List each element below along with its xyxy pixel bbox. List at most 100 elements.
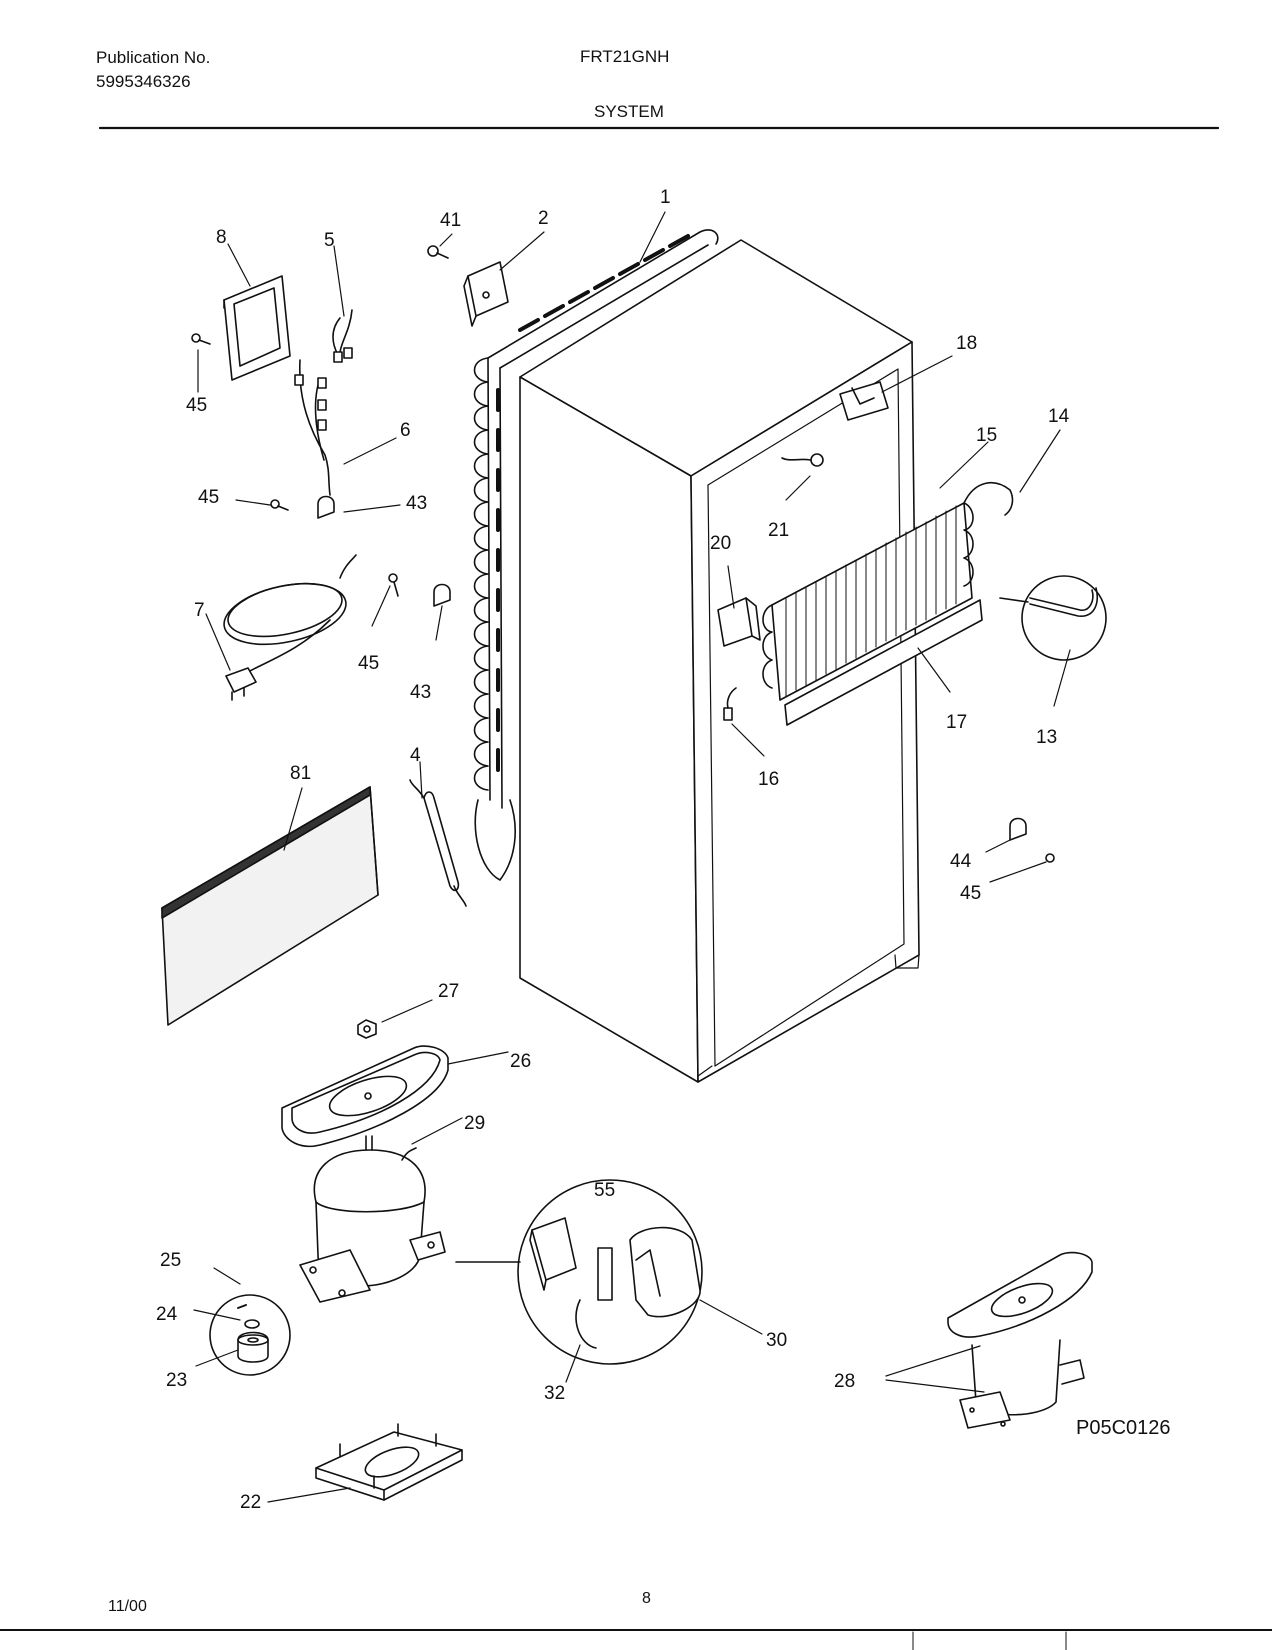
callout-43: 43	[406, 493, 428, 514]
section-title: SYSTEM	[594, 102, 664, 121]
drier-part-4	[410, 780, 466, 906]
leader-45-b	[236, 500, 270, 505]
leader-41	[440, 234, 452, 246]
callout-30: 30	[766, 1330, 788, 1351]
screw-part-45-d	[1046, 854, 1054, 862]
callout-16: 16	[758, 769, 780, 790]
callout-4: 4	[410, 745, 421, 766]
callout-6: 6	[400, 420, 411, 441]
callout-24: 24	[156, 1304, 178, 1325]
callout-28: 28	[834, 1371, 856, 1392]
electrical-detail	[456, 1180, 702, 1364]
sensor-part-21	[782, 454, 823, 466]
callout-32: 32	[544, 1383, 566, 1404]
callout-leader-lines	[194, 212, 1070, 1502]
callout-20: 20	[710, 533, 732, 554]
leader-45-c	[372, 586, 390, 626]
callout-22: 22	[240, 1492, 262, 1513]
wire-harness-part-5	[333, 310, 352, 362]
leader-43-b	[436, 606, 442, 640]
power-cord-part-7	[219, 555, 356, 700]
leader-32	[566, 1345, 580, 1382]
relay-part-18	[840, 382, 888, 420]
leader-29	[412, 1118, 462, 1144]
leader-28-a	[886, 1346, 980, 1376]
callout-45: 45	[198, 487, 220, 508]
compressor-pan-assembly-part-28	[948, 1253, 1092, 1428]
leader-24	[194, 1310, 240, 1320]
bracket-part-2	[464, 262, 508, 326]
diagram-code: P05C0126	[1076, 1417, 1171, 1439]
callout-45: 45	[186, 395, 208, 416]
callout-81: 81	[290, 763, 312, 784]
leader-16	[732, 724, 764, 756]
clip-part-44	[1010, 819, 1026, 841]
leader-45-d	[990, 862, 1046, 882]
leader-5	[334, 246, 344, 316]
screw-part-41	[428, 246, 448, 258]
leader-25	[214, 1268, 240, 1284]
leader-28-b	[886, 1380, 984, 1392]
leader-1	[640, 212, 665, 262]
wire-harness-part-6	[295, 360, 330, 495]
leader-14	[1020, 430, 1060, 492]
refrigerator-cabinet	[520, 240, 919, 1082]
leader-81	[284, 788, 302, 850]
nut-part-27	[358, 1020, 376, 1038]
leader-21	[786, 476, 810, 500]
leader-13	[1054, 650, 1070, 706]
callout-14: 14	[1048, 406, 1070, 427]
evaporator-cover-part-17	[785, 600, 982, 725]
leader-44	[986, 840, 1010, 852]
leader-30	[700, 1300, 762, 1334]
callout-44: 44	[950, 851, 972, 872]
leader-27	[382, 1000, 432, 1022]
clip-part-43-b	[434, 585, 450, 607]
compressor-bracket-part-22	[316, 1424, 462, 1500]
callout-41: 41	[440, 210, 462, 231]
page-number: 8	[642, 1590, 651, 1607]
model-number: FRT21GNH	[580, 47, 670, 66]
condenser-coil	[475, 230, 718, 880]
callout-17: 17	[946, 712, 968, 733]
callout-8: 8	[216, 227, 227, 248]
leader-18	[882, 356, 952, 392]
leader-26	[448, 1052, 508, 1064]
leader-22	[268, 1488, 350, 1502]
leader-17	[918, 648, 950, 692]
callout-45: 45	[358, 653, 380, 674]
callout-26: 26	[510, 1051, 532, 1072]
publication-number: 5995346326	[96, 72, 191, 91]
callout-55: 55	[594, 1180, 616, 1201]
callout-2: 2	[538, 208, 549, 229]
callout-18: 18	[956, 333, 978, 354]
leader-15	[940, 442, 988, 488]
callout-29: 29	[464, 1113, 486, 1134]
leader-43-a	[344, 505, 400, 512]
screw-part-45-a	[192, 334, 210, 344]
clip-part-43-a	[318, 497, 334, 519]
callout-25: 25	[160, 1250, 182, 1271]
cover-part-8	[224, 276, 290, 380]
fan-motor-part-20	[718, 598, 760, 646]
leader-20	[728, 566, 734, 608]
leader-4	[420, 762, 422, 798]
screw-part-45-b	[271, 500, 288, 510]
leader-6	[344, 438, 396, 464]
drain-pan-part-26	[282, 1046, 448, 1146]
callout-27: 27	[438, 981, 460, 1002]
screw-part-45-c	[389, 574, 398, 596]
compressor-part-29	[300, 1136, 445, 1302]
thermostat-part-16	[724, 688, 736, 720]
panel-part-81	[162, 787, 378, 1025]
leader-7	[206, 614, 230, 670]
callout-15: 15	[976, 425, 998, 446]
leader-2	[500, 232, 544, 270]
footer-date: 11/00	[108, 1598, 147, 1615]
leader-23	[196, 1350, 238, 1366]
callout-1: 1	[660, 187, 671, 208]
accumulator-detail-part-13	[1000, 576, 1106, 660]
callout-7: 7	[194, 600, 205, 621]
callout-45: 45	[960, 883, 982, 904]
